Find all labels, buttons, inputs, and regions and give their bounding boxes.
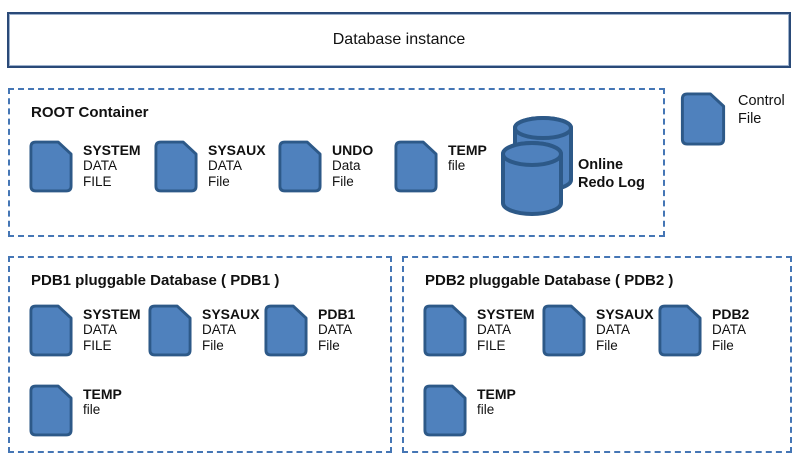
file-label-line2: DATA bbox=[477, 322, 512, 337]
file-label-line1: TEMP bbox=[477, 386, 516, 402]
control-file-label: Control File bbox=[738, 92, 785, 128]
file-label-line1: SYSTEM bbox=[83, 142, 141, 158]
file-label-line1: SYSAUX bbox=[596, 306, 654, 322]
file-label-line1: SYSAUX bbox=[208, 142, 266, 158]
file-label-line2: DATA bbox=[202, 322, 237, 337]
file-label-line1: TEMP bbox=[448, 142, 487, 158]
data-file-icon bbox=[29, 140, 73, 193]
data-file-icon bbox=[394, 140, 438, 193]
data-file-icon bbox=[29, 384, 73, 437]
file-label-line2: DATA bbox=[83, 322, 118, 337]
data-file-icon bbox=[658, 304, 702, 357]
file-label-line3: File bbox=[208, 174, 230, 189]
file-label: PDB2 DATA File bbox=[712, 306, 749, 354]
file-label-line1: UNDO bbox=[332, 142, 374, 158]
file-label-line1: TEMP bbox=[83, 386, 122, 402]
file-label-line1: PDB1 bbox=[318, 306, 356, 322]
data-file-icon bbox=[278, 140, 322, 193]
data-file-icon bbox=[29, 304, 73, 357]
control-file: Control File bbox=[680, 92, 785, 146]
pdb2-temp-file: TEMP file bbox=[423, 384, 516, 437]
data-file-icon bbox=[423, 384, 467, 437]
file-label-line3: File bbox=[202, 338, 224, 353]
file-label-line2: DATA bbox=[712, 322, 747, 337]
file-label-line1: SYSTEM bbox=[477, 306, 535, 322]
file-label-line2: Data bbox=[332, 158, 361, 173]
file-label-line3: File bbox=[596, 338, 618, 353]
pdb1-pdb1-data-file: PDB1 DATA File bbox=[264, 304, 355, 357]
file-label-line2: DATA bbox=[596, 322, 631, 337]
file-label: TEMP file bbox=[477, 386, 516, 418]
pdb2-sysaux-data-file: SYSAUX DATA File bbox=[542, 304, 654, 357]
file-label-line2: DATA bbox=[318, 322, 353, 337]
file-label-line3: File bbox=[712, 338, 734, 353]
file-label-line3: File bbox=[332, 174, 354, 189]
file-label-line3: File bbox=[318, 338, 340, 353]
file-label: SYSTEM DATA FILE bbox=[477, 306, 535, 354]
file-label-line2: DATA bbox=[208, 158, 243, 173]
file-label: SYSAUX DATA File bbox=[596, 306, 654, 354]
pdb1-temp-file: TEMP file bbox=[29, 384, 122, 437]
file-label-line3: FILE bbox=[83, 174, 112, 189]
file-label-line3: FILE bbox=[477, 338, 506, 353]
data-file-icon bbox=[423, 304, 467, 357]
pdb2-system-data-file: SYSTEM DATA FILE bbox=[423, 304, 535, 357]
file-label-line2: DATA bbox=[83, 158, 118, 173]
control-file-icon bbox=[680, 92, 726, 146]
control-file-label-line2: File bbox=[738, 111, 762, 127]
pdb1-box: PDB1 pluggable Database ( PDB1 ) SYSTEM … bbox=[8, 256, 392, 453]
redo-log-cylinders-icon bbox=[498, 110, 584, 218]
root-sysaux-data-file: SYSAUX DATA File bbox=[154, 140, 266, 193]
pdb2-pdb2-data-file: PDB2 DATA File bbox=[658, 304, 749, 357]
online-redo-log-label: Online Redo Log bbox=[578, 156, 645, 192]
file-label-line1: SYSTEM bbox=[83, 306, 141, 322]
file-label: TEMP file bbox=[448, 142, 487, 174]
database-instance-box: Database instance bbox=[7, 12, 791, 68]
file-label-line1: PDB2 bbox=[712, 306, 750, 322]
pdb2-box: PDB2 pluggable Database ( PDB2 ) SYSTEM … bbox=[402, 256, 792, 453]
file-label: UNDO Data File bbox=[332, 142, 373, 190]
file-label: SYSTEM DATA FILE bbox=[83, 142, 141, 190]
data-file-icon bbox=[542, 304, 586, 357]
control-file-label-line1: Control bbox=[738, 93, 785, 109]
file-label-line2: file bbox=[448, 158, 466, 173]
pdb1-system-data-file: SYSTEM DATA FILE bbox=[29, 304, 141, 357]
data-file-icon bbox=[148, 304, 192, 357]
pdb1-sysaux-data-file: SYSAUX DATA File bbox=[148, 304, 260, 357]
file-label: SYSAUX DATA File bbox=[202, 306, 260, 354]
root-system-data-file: SYSTEM DATA FILE bbox=[29, 140, 141, 193]
database-instance-label: Database instance bbox=[332, 31, 466, 48]
file-label: SYSAUX DATA File bbox=[208, 142, 266, 190]
root-container-title: ROOT Container bbox=[31, 104, 149, 121]
file-label: PDB1 DATA File bbox=[318, 306, 355, 354]
file-label-line2: file bbox=[477, 402, 495, 417]
pdb1-title: PDB1 pluggable Database ( PDB1 ) bbox=[31, 272, 280, 289]
redo-log-label-line1: Online bbox=[578, 157, 624, 173]
data-file-icon bbox=[154, 140, 198, 193]
file-label-line3: FILE bbox=[83, 338, 112, 353]
data-file-icon bbox=[264, 304, 308, 357]
root-container-box: ROOT Container SYSTEM DATA FILE SYSAUX D… bbox=[8, 88, 665, 237]
root-undo-data-file: UNDO Data File bbox=[278, 140, 373, 193]
root-temp-file: TEMP file bbox=[394, 140, 487, 193]
file-label-line2: file bbox=[83, 402, 101, 417]
pdb2-title: PDB2 pluggable Database ( PDB2 ) bbox=[425, 272, 674, 289]
file-label: SYSTEM DATA FILE bbox=[83, 306, 141, 354]
file-label-line1: SYSAUX bbox=[202, 306, 260, 322]
file-label: TEMP file bbox=[83, 386, 122, 418]
redo-log-label-line2: Redo Log bbox=[578, 175, 645, 191]
